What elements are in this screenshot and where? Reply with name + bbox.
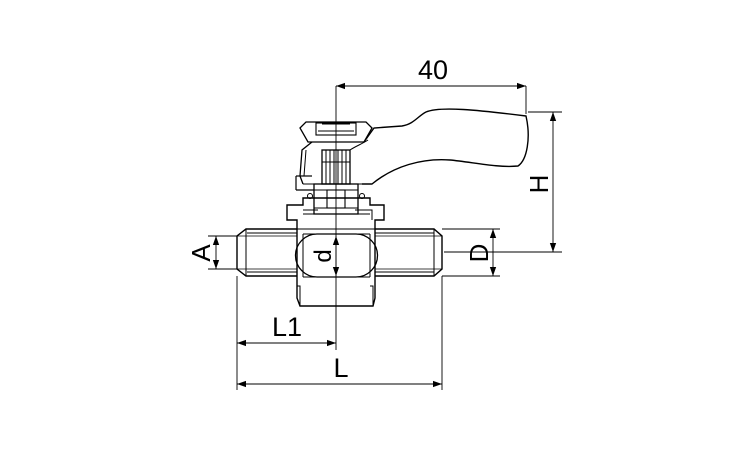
dimension-D-label: D <box>464 244 494 263</box>
extension-lines <box>208 86 562 390</box>
handle-cap-nut <box>299 121 373 143</box>
ball <box>294 233 379 278</box>
valve-stem <box>303 149 372 215</box>
dimension-d-label: d <box>310 249 337 262</box>
dimension-L1-label: L1 <box>272 312 302 342</box>
valve-housing <box>286 197 385 307</box>
dimension-L-label: L <box>333 353 348 383</box>
dimension-40-label: 40 <box>418 55 448 85</box>
dimension-H-label: H <box>524 175 554 194</box>
dimension-lines <box>212 82 557 388</box>
handle-lever <box>362 108 529 185</box>
left-pipe-end <box>236 228 297 277</box>
right-pipe-end <box>375 228 443 277</box>
valve-handle <box>295 108 529 191</box>
valve-body <box>236 197 443 307</box>
dimension-A-label: A <box>186 244 216 262</box>
